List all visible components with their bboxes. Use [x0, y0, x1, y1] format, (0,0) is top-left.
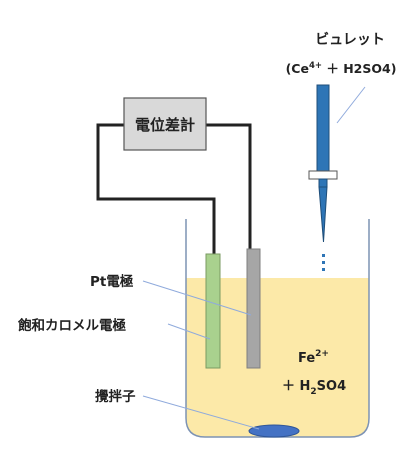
drop: [322, 268, 325, 271]
potentiometer: 電位差計: [123, 97, 207, 151]
wire-right: [206, 123, 252, 254]
pointer-pt-electrode: [142, 280, 252, 316]
drop: [322, 254, 325, 257]
solution-acid-subscript: 2: [310, 387, 316, 397]
burette: [308, 84, 338, 243]
pointer-calomel-electrode: [167, 323, 211, 340]
pt-electrode-label: Pt電極: [90, 273, 134, 290]
solution-acid: ＋ H2SO4: [282, 379, 346, 397]
calomel-electrode-label: 飽和カロメル電極: [17, 317, 126, 334]
titrant-drops: [322, 254, 325, 271]
solution-ion-base: Fe: [298, 351, 315, 366]
potentiometer-label: 電位差計: [135, 116, 195, 134]
burette-stopcock: [308, 170, 338, 180]
reagent-suffix: ＋ H2SO4): [322, 61, 396, 76]
pt-electrode: [205, 253, 221, 369]
solution-ion-charge: 2+: [315, 349, 329, 359]
stir-bar-label: 攪拌子: [95, 388, 136, 405]
solution-acid-prefix: ＋ H: [282, 379, 310, 394]
burette-title: ビュレット: [315, 32, 385, 48]
burette-reagent: (Ce4+ ＋ H2SO4): [286, 61, 397, 76]
burette-neck: [318, 178, 328, 188]
burette-tip: [318, 186, 328, 243]
solution-liquid: [186, 278, 369, 437]
stir-bar: [248, 424, 300, 438]
calomel-electrode: [246, 248, 261, 369]
pointer-stir-bar: [142, 395, 260, 430]
drop: [322, 261, 325, 264]
wire-left: [96, 123, 216, 254]
pointer-burette: [336, 86, 366, 124]
reagent-prefix: (Ce: [286, 61, 309, 76]
solution-acid-suffix: SO4: [317, 379, 346, 394]
burette-tube: [316, 84, 330, 173]
reagent-superscript: 4+: [309, 61, 322, 71]
solution-ion: Fe2+: [298, 349, 329, 366]
